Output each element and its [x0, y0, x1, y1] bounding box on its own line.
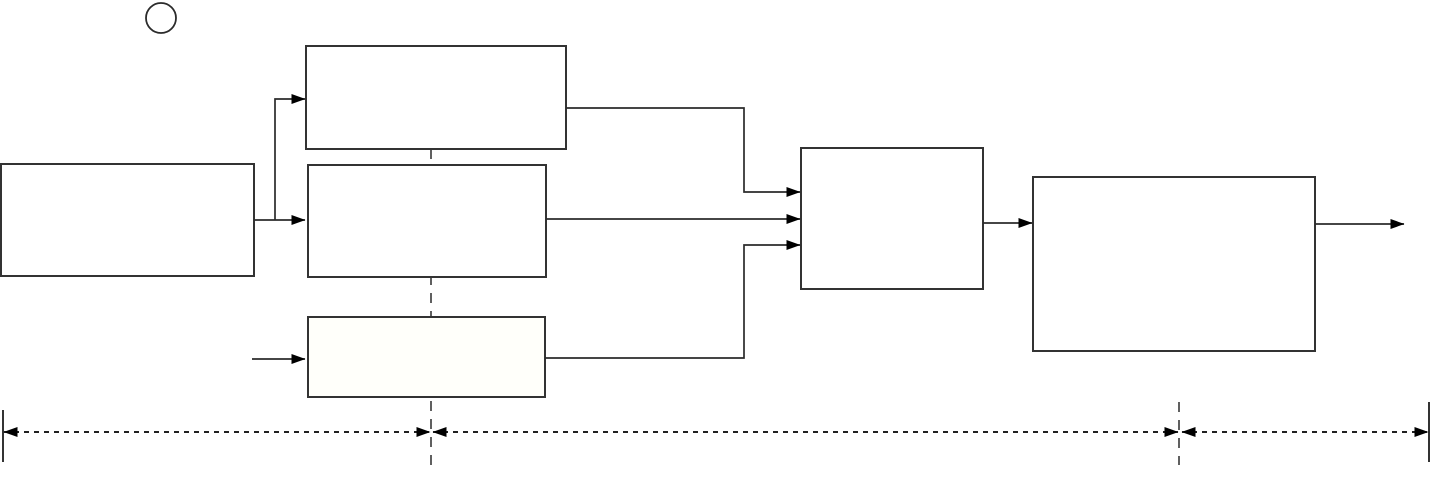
output-stage-box [1032, 176, 1316, 352]
dimension-layer [2, 402, 1430, 462]
top-to-merge-arrow [566, 107, 801, 197]
annotation-circle [145, 2, 177, 34]
merge-box [800, 147, 984, 290]
left-input-box [0, 163, 255, 277]
top-branch-box [305, 45, 567, 150]
bottom-to-merge-arrow [545, 240, 801, 359]
branch-up-to-top-arrow [274, 94, 306, 220]
nodes-layer [0, 45, 1316, 398]
connectors-layer [252, 94, 1405, 364]
middle-branch-box [307, 164, 547, 278]
bottom-input-box [307, 316, 546, 398]
annotations-layer [145, 2, 177, 34]
